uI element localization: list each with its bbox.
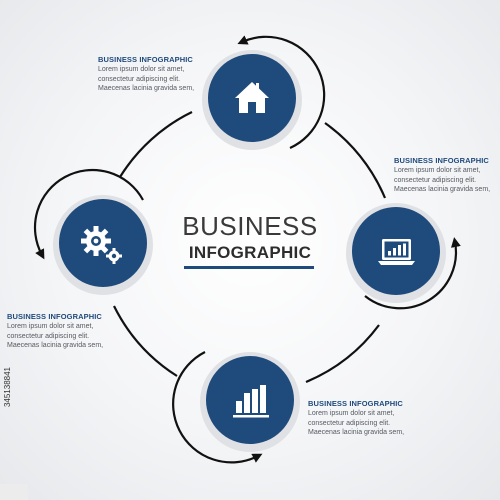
arrow-hooks (33, 35, 461, 464)
arrow-hook-bottom (172, 351, 263, 464)
text-block-left: BUSINESS INFOGRAPHIC Lorem ipsum dolor s… (7, 312, 103, 351)
center-underline (184, 266, 314, 269)
text-block-line: Lorem ipsum dolor sit amet, (98, 66, 185, 73)
arc-left-top (119, 111, 193, 178)
stock-badge (0, 484, 28, 500)
bar-chart-icon (233, 385, 269, 418)
home-icon (235, 82, 269, 113)
text-block-bottom: BUSINESS INFOGRAPHIC Lorem ipsum dolor s… (308, 399, 404, 438)
arrow-hook-left (33, 168, 144, 260)
text-block-line: Lorem ipsum dolor sit amet, (7, 323, 94, 330)
text-block-heading: BUSINESS INFOGRAPHIC (394, 156, 489, 165)
cycle-arcs (113, 111, 387, 384)
arrow-hook-top (237, 35, 326, 150)
arc-bottom-left (113, 305, 178, 377)
text-block-heading: BUSINESS INFOGRAPHIC (98, 55, 193, 64)
arc-top-right (324, 122, 387, 199)
center-title: BUSINESS (182, 211, 318, 241)
text-block-line: Maecenas lacinia gravida sem, (394, 186, 491, 193)
text-block-line: Lorem ipsum dolor sit amet, (394, 167, 481, 174)
text-block-line: Maecenas lacinia gravida sem, (98, 85, 195, 92)
text-block-heading: BUSINESS INFOGRAPHIC (308, 399, 403, 408)
arrow-hook-right (364, 237, 461, 310)
text-block-line: consectetur adipiscing elit. (98, 75, 181, 83)
text-block-line: Maecenas lacinia gravida sem, (308, 429, 405, 436)
text-block-line: Maecenas lacinia gravida sem, (7, 342, 104, 349)
text-block-right: BUSINESS INFOGRAPHIC Lorem ipsum dolor s… (394, 156, 490, 195)
text-block-line: consectetur adipiscing elit. (394, 176, 477, 184)
text-block-top: BUSINESS INFOGRAPHIC Lorem ipsum dolor s… (98, 55, 194, 94)
arc-right-bottom (305, 324, 380, 384)
center-subtitle: INFOGRAPHIC (188, 243, 312, 262)
laptop-chart-icon (378, 239, 415, 265)
text-block-line: consectetur adipiscing elit. (308, 419, 391, 427)
text-block-heading: BUSINESS INFOGRAPHIC (7, 312, 102, 321)
gears-icon (81, 226, 122, 264)
text-block-line: Lorem ipsum dolor sit amet, (308, 410, 395, 417)
stock-id: 345138841 (3, 367, 12, 408)
text-block-line: consectetur adipiscing elit. (7, 332, 90, 340)
